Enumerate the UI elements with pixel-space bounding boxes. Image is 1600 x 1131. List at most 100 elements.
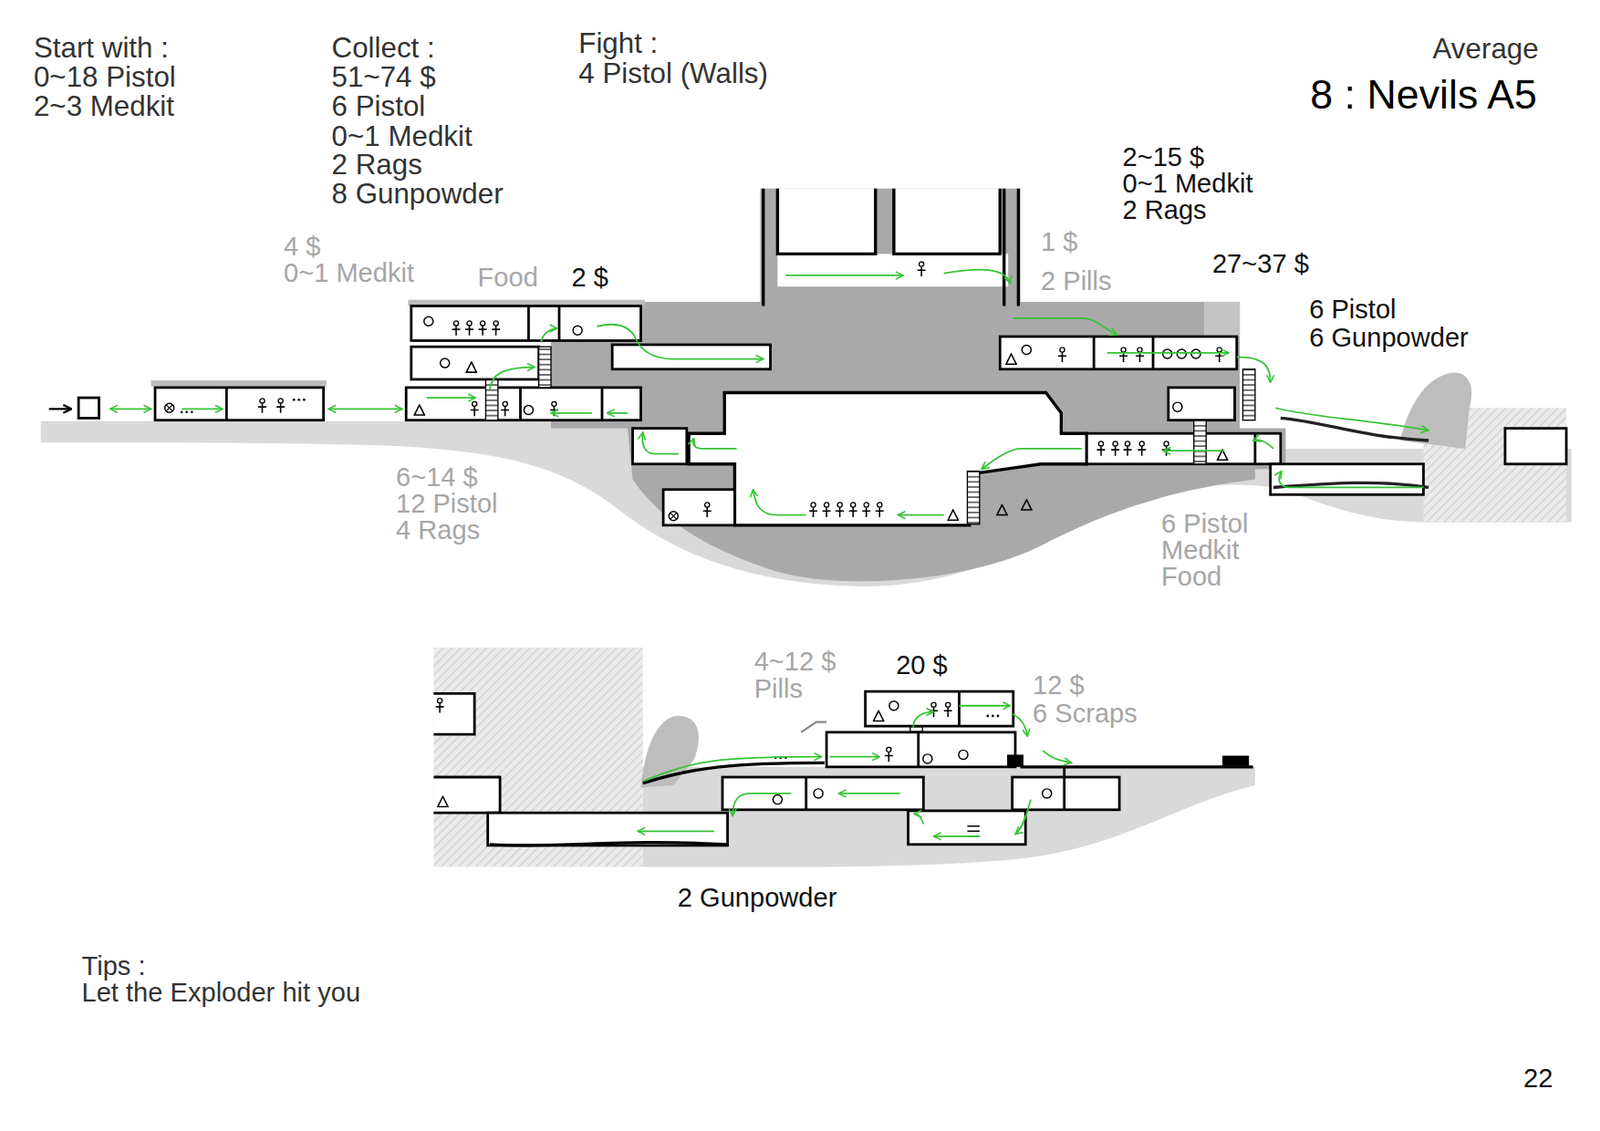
route-arrows: [1107, 352, 1229, 354]
route-arrows: [839, 792, 901, 795]
map-label: Average: [1433, 34, 1539, 63]
room-markers: [1135, 347, 1144, 363]
route-arrows: [732, 793, 791, 817]
room-markers: [165, 403, 175, 413]
room-markers: [849, 502, 858, 518]
loot-note-greyed: 4 $: [283, 232, 321, 260]
room-markers: [1191, 349, 1201, 359]
route-arrows: [637, 830, 715, 832]
room-markers: [1137, 441, 1146, 457]
map-label: Start with :: [33, 33, 169, 63]
room-markers: [258, 398, 267, 414]
room-markers: [703, 502, 712, 518]
lower-map: [986, 715, 999, 718]
room-markers: [466, 362, 477, 373]
map-label: 6 Pistol: [1309, 295, 1396, 323]
lower-map: [489, 762, 1254, 846]
room-markers: [1123, 441, 1133, 457]
terrain: [1400, 373, 1473, 449]
map-label: 27~37 $: [1212, 249, 1310, 277]
water-channel: [1280, 417, 1429, 441]
loot-note-greyed: 0~1 Medkit: [283, 259, 415, 286]
loot-note-greyed: Food: [1161, 562, 1222, 590]
route-arrows: [1012, 714, 1029, 738]
room-markers: [668, 511, 678, 521]
room-markers: [500, 401, 510, 416]
room-markers: [1119, 347, 1128, 363]
map-label: 6 Gunpowder: [1309, 323, 1469, 351]
route-arrows: [934, 835, 980, 838]
route-arrows: [897, 514, 944, 517]
rooms: [155, 387, 324, 421]
map-label: 2 Rags: [1122, 197, 1206, 224]
route-arrows: [643, 757, 822, 782]
rooms: [1254, 433, 1258, 465]
water-channel: [1273, 417, 1429, 488]
room-markers: [1215, 347, 1224, 363]
map-label: 51~74 $: [332, 63, 437, 93]
central-hall: [688, 392, 1087, 525]
map-label: 2 $: [571, 263, 608, 291]
room-markers: [997, 504, 1008, 515]
room-markers: [1173, 402, 1183, 412]
route-arrows: [1163, 449, 1225, 452]
map-label: Collect :: [332, 33, 436, 63]
room-markers: [1111, 441, 1120, 457]
rooms: [78, 300, 1567, 526]
map-label: Fight :: [578, 30, 658, 59]
room-markers: [572, 325, 582, 335]
room-markers: [875, 502, 884, 518]
tower-shafts: [893, 188, 1000, 255]
map-label: 0~1 Medkit: [1122, 170, 1253, 198]
tower-shafts: [763, 188, 1019, 307]
map-label: 0~18 Pistol: [33, 63, 177, 93]
map-label: 2 Gunpowder: [677, 883, 838, 911]
room-markers: [465, 321, 474, 336]
lower-map: [916, 732, 920, 768]
room-markers: [491, 321, 500, 336]
room-markers: [424, 316, 434, 326]
lower-map: [873, 710, 884, 721]
rooms: [519, 387, 522, 421]
room-markers: [1162, 441, 1171, 457]
ladders: [1242, 369, 1255, 421]
lower-map: [944, 702, 953, 717]
lower-map: [488, 812, 728, 846]
terrain: [41, 188, 1572, 587]
room-markers: [470, 401, 479, 416]
route-arrows: [693, 438, 738, 449]
route-arrows: [913, 711, 934, 728]
lower-map: [957, 691, 961, 727]
lower-map: [800, 722, 827, 733]
rooms: [405, 387, 641, 421]
route-arrows: [959, 705, 1011, 707]
lower-map: [772, 795, 782, 805]
lower-map: [865, 691, 1014, 727]
route-arrows: [110, 270, 1429, 837]
central-hall: [688, 392, 1087, 525]
loot-note-greyed: Pills: [754, 675, 803, 702]
room-markers: [550, 401, 559, 416]
route-arrows: [1275, 407, 1429, 431]
lower-map: [966, 826, 979, 837]
room-markers: [440, 358, 450, 368]
route-arrows: [550, 412, 593, 415]
rooms: [151, 380, 327, 387]
route-arrows: [785, 274, 904, 277]
map-label: 4 Pistol (Walls): [578, 59, 769, 88]
room-markers: [1021, 499, 1032, 510]
lower-map: [804, 777, 808, 811]
page-title: 8 : Nevils A5: [1309, 73, 1538, 115]
room-markers: [478, 321, 488, 336]
route-arrows: [981, 448, 1082, 469]
rooms: [527, 305, 530, 341]
rooms: [411, 305, 642, 341]
route-arrows: [426, 396, 477, 399]
route-arrows: [642, 432, 679, 454]
lower-map: [433, 647, 1255, 868]
rooms: [1092, 336, 1096, 370]
lower-map: [958, 749, 968, 759]
loot-note-greyed: 6 Scraps: [1032, 699, 1138, 727]
lower-map: [433, 693, 500, 813]
